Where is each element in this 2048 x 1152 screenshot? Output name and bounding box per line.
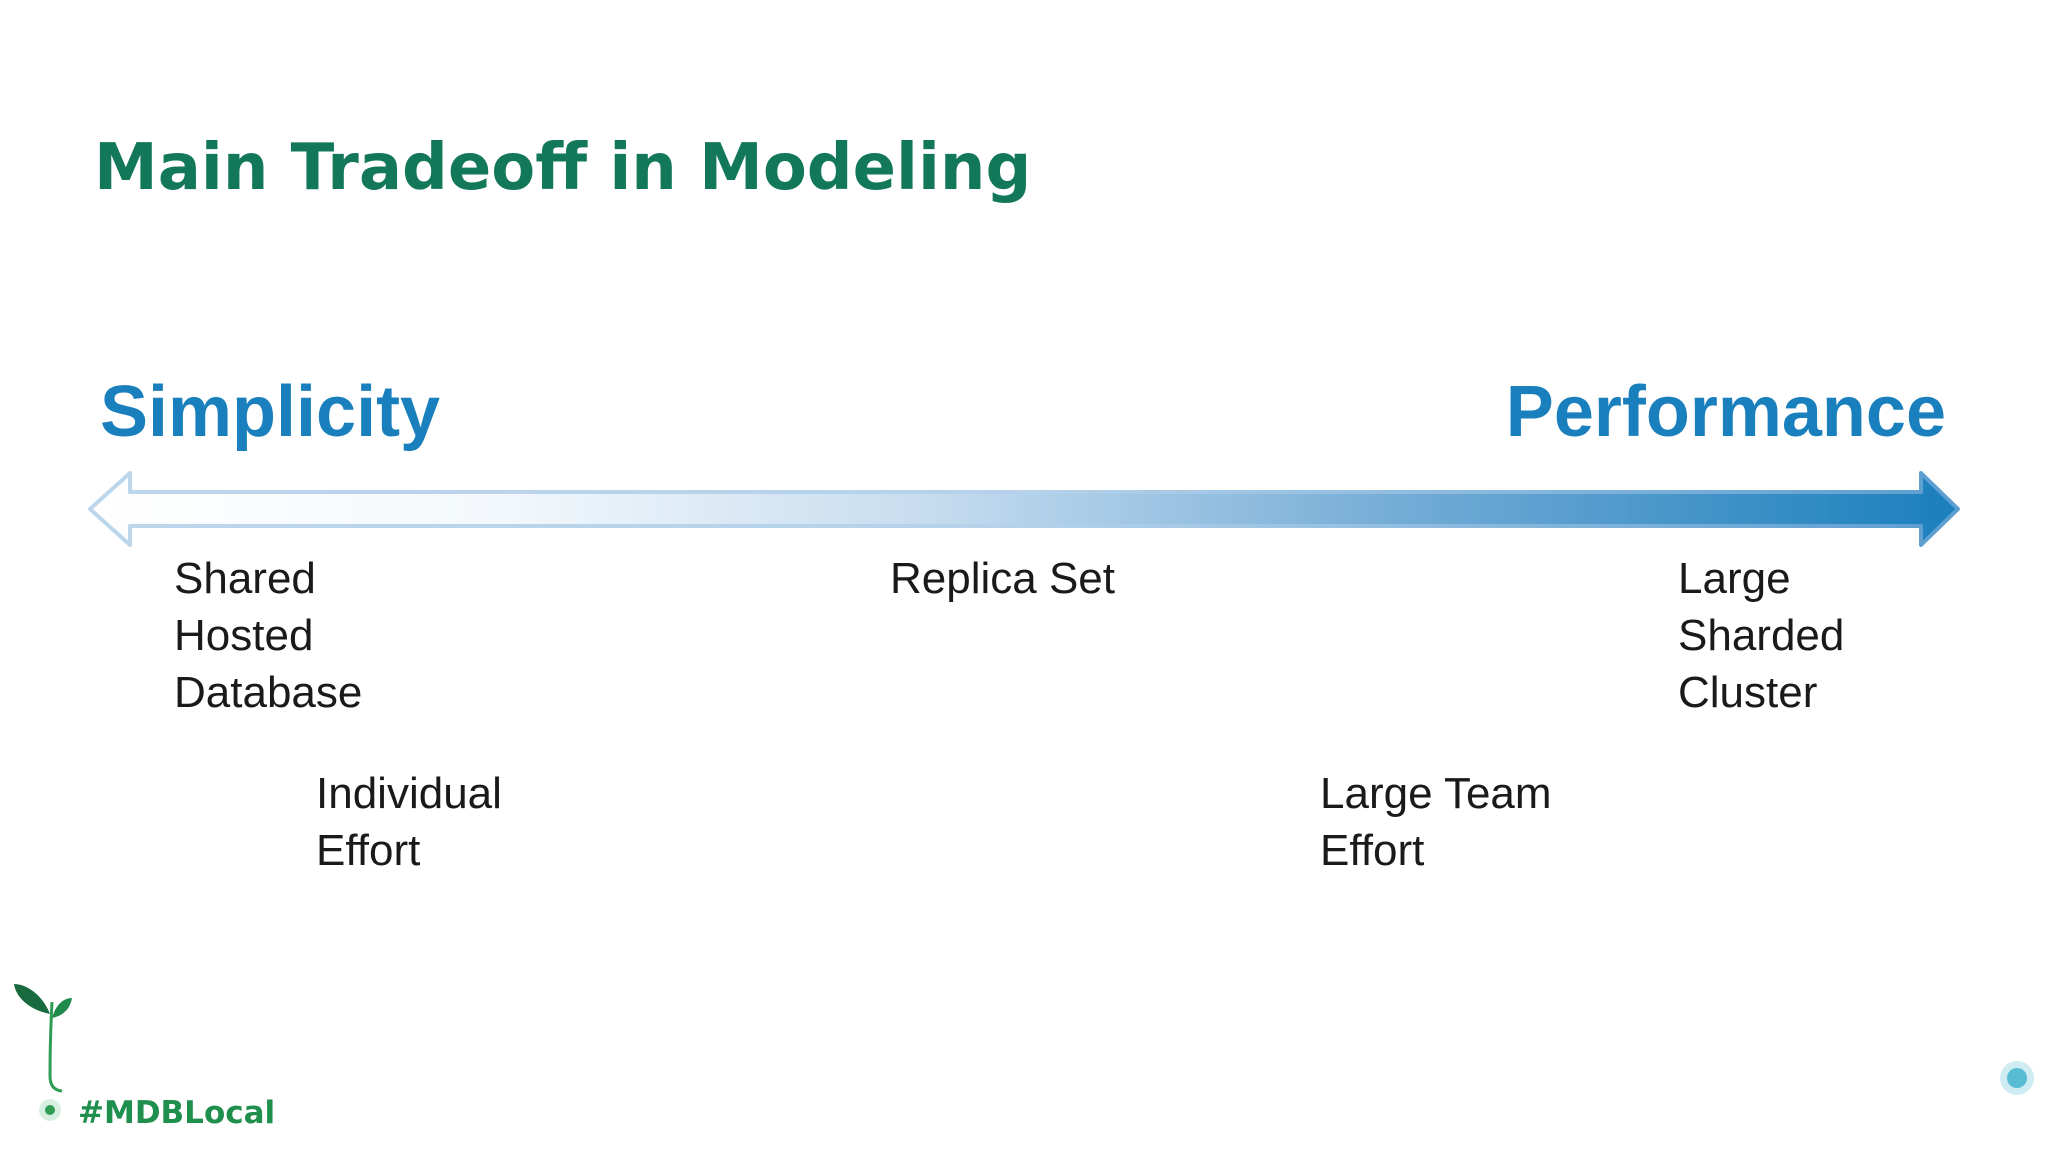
tradeoff-arrow <box>88 471 1960 547</box>
shared-hosted-database-label: Shared Hosted Database <box>174 554 363 717</box>
sprout-icon <box>14 984 72 1093</box>
replica-set-label: Replica Set <box>890 554 1116 603</box>
large-team-effort-label: Large Team Effort <box>1320 769 1552 875</box>
simplicity-label: Simplicity <box>100 372 441 452</box>
individual-effort-label: Individual Effort <box>316 769 502 875</box>
hashtag-label: #MDBLocal <box>78 1095 276 1131</box>
slide-title: Main Tradeoff in Modeling <box>94 131 1032 205</box>
large-sharded-cluster-label: Large Sharded Cluster <box>1678 554 1845 717</box>
performance-label: Performance <box>1505 372 1946 452</box>
